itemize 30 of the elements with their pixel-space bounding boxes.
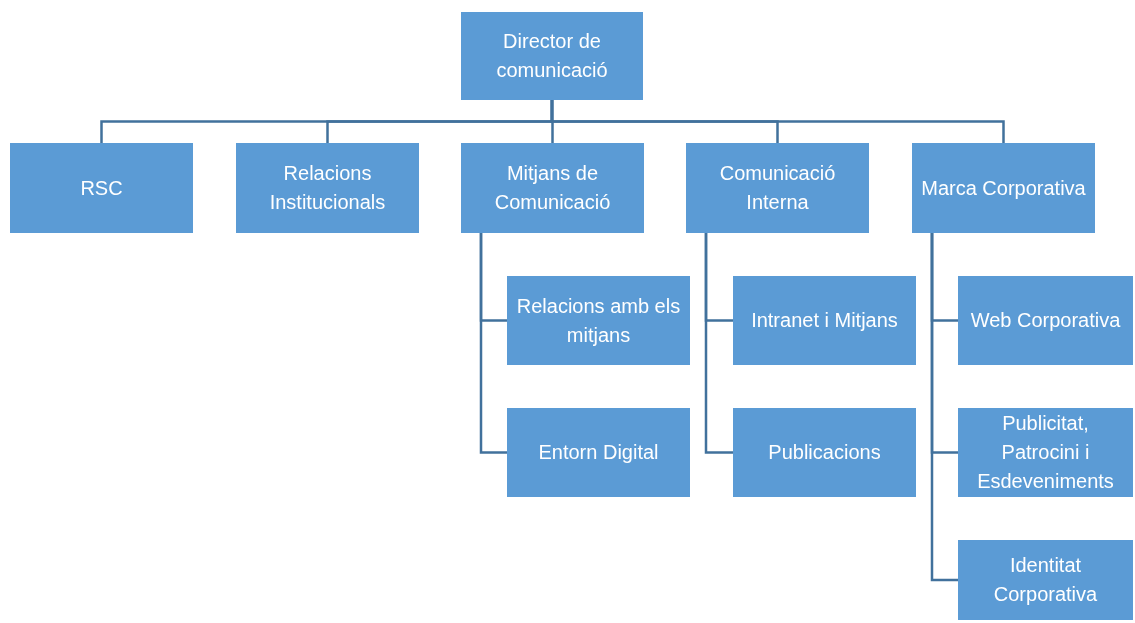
org-box [236,143,419,233]
org-box [461,143,644,233]
org-box [912,143,1095,233]
connector-line [550,100,1005,143]
connector-line [704,233,733,454]
connector-line [930,233,958,582]
box-label: Comunicació Interna [718,161,837,215]
box-label: Web Corporativa [970,308,1121,333]
org-box [461,12,643,100]
box-label: Entorn Digital [538,440,659,465]
box-label: RSC [80,175,123,201]
box-label: Relacions amb els mitjans [515,293,682,348]
box-label: Relacions Institucionals [268,161,387,215]
box-label: Publicitat, Patrocini i Esdeveniments [976,411,1115,494]
org-box [958,540,1133,620]
org-box [733,276,916,365]
box-label: Identitat Corporativa [992,553,1099,607]
org-box [10,143,193,233]
org-box [733,408,916,497]
box-label: Publicacions [768,440,881,465]
box-label: Marca Corporativa [921,175,1086,201]
box-label: Mitjans de Comunicació [493,161,612,215]
org-box [686,143,869,233]
org-box [958,408,1133,497]
org-box [507,276,690,365]
connector-line [479,233,507,454]
org-box [958,276,1133,365]
org-box [507,408,690,497]
box-label: Director de comunicació [495,29,609,83]
box-label: Intranet i Mitjans [751,308,898,333]
